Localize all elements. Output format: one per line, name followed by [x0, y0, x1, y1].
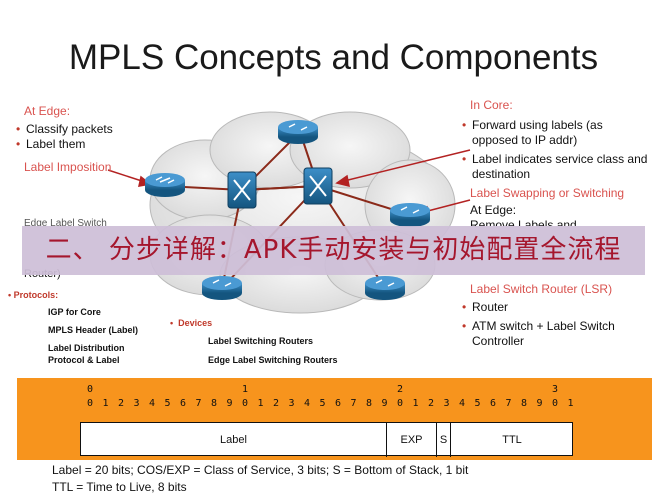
- protocol-item: MPLS Header (Label): [48, 325, 139, 335]
- bit-unit-label: 2: [428, 398, 435, 409]
- bit-unit-label: 0: [87, 398, 94, 409]
- edge2-fragment: Remove Labels and: [470, 218, 577, 226]
- bit-unit-label: 9: [226, 398, 233, 409]
- edge-lsr-cut-label: Edge Label Switch: [24, 218, 107, 226]
- router-icon: [390, 203, 430, 227]
- lsr-list: Router ATM switch + Label Switch Control…: [462, 300, 652, 349]
- bit-unit-label: 0: [242, 398, 249, 409]
- list-item: ATM switch + Label Switch Controller: [462, 319, 652, 349]
- bit-unit-label: 7: [195, 398, 202, 409]
- bit-unit-label: 4: [459, 398, 466, 409]
- field-exp: EXP: [387, 423, 437, 457]
- bit-unit-label: 2: [118, 398, 125, 409]
- bit-unit-label: 6: [335, 398, 342, 409]
- router-icon: [365, 276, 405, 300]
- router-icon: [145, 173, 185, 197]
- bit-unit-label: 3: [133, 398, 140, 409]
- overlay-banner: 二、 分步详解：APK手动安装与初始配置全流程: [22, 226, 645, 275]
- field-ttl: TTL: [502, 434, 522, 446]
- bit-unit-label: 4: [304, 398, 311, 409]
- lsr-heading: Label Switch Router (LSR): [470, 282, 613, 296]
- label-switch-icon: [227, 171, 257, 209]
- bit-unit-label: 5: [164, 398, 171, 409]
- field-label: Label: [81, 423, 387, 457]
- bit-unit-label: 1: [257, 398, 264, 409]
- label-switch-icon: [303, 167, 333, 205]
- devices-heading: • Devices: [170, 318, 213, 328]
- bit-unit-label: 2: [273, 398, 280, 409]
- mpls-header-fields: Label EXP S TTL: [80, 422, 573, 457]
- bit-unit-label: 8: [521, 398, 528, 409]
- bit-unit-label: 1: [567, 398, 574, 409]
- protocol-item: Label Distribution Protocol & Label: [48, 343, 125, 365]
- list-item: Forward using labels (as opposed to IP a…: [462, 118, 652, 148]
- bit-unit-label: 5: [319, 398, 326, 409]
- bit-unit-label: 6: [180, 398, 187, 409]
- bit-unit-label: 7: [350, 398, 357, 409]
- bit-unit-label: 3: [288, 398, 295, 409]
- protocols-heading-text: Protocols:: [13, 290, 59, 300]
- bit-unit-label: 0: [552, 398, 559, 409]
- edge-list: Classify packets Label them: [16, 122, 156, 152]
- page-title: MPLS Concepts and Components: [68, 38, 599, 77]
- bit-decade-row: 0 1 2 3: [0, 384, 667, 396]
- protocol-item: IGP for Core: [48, 307, 101, 317]
- bit-decade-label: 0: [87, 384, 94, 395]
- bit-unit-label: 8: [211, 398, 218, 409]
- list-item: Router: [462, 300, 652, 315]
- device-item: Edge Label Switching Routers: [208, 355, 338, 365]
- edge-heading: At Edge:: [24, 104, 71, 118]
- bit-unit-label: 7: [505, 398, 512, 409]
- legend-box: [47, 460, 567, 500]
- protocols-heading: • Protocols:: [8, 290, 59, 300]
- bit-decade-label: 2: [397, 384, 404, 395]
- device-item: Label Switching Routers: [208, 336, 314, 346]
- bit-unit-label: 6: [490, 398, 497, 409]
- router-icon: [202, 276, 242, 300]
- bit-unit-label: 1: [412, 398, 419, 409]
- core-list: Forward using labels (as opposed to IP a…: [462, 118, 652, 182]
- legend-line: TTL = Time to Live, 8 bits: [52, 480, 187, 494]
- bit-unit-label: 3: [443, 398, 450, 409]
- label-imposition: Label Imposition: [24, 160, 112, 174]
- bit-unit-label: 8: [366, 398, 373, 409]
- field-s: S: [437, 423, 451, 457]
- label-swapping: Label Swapping or Switching: [470, 186, 625, 200]
- bit-unit-label: 9: [381, 398, 388, 409]
- bit-unit-label: 0: [397, 398, 404, 409]
- edge2-heading: At Edge:: [470, 203, 517, 217]
- bit-unit-label: 9: [536, 398, 543, 409]
- list-item: Classify packets: [16, 122, 156, 137]
- core-heading: In Core:: [470, 98, 513, 112]
- list-item: Label them: [16, 137, 156, 152]
- bit-unit-label: 5: [474, 398, 481, 409]
- legend-line: Label = 20 bits; COS/EXP = Class of Serv…: [52, 463, 469, 477]
- router-icon: [278, 120, 318, 144]
- bit-decade-label: 3: [552, 384, 559, 395]
- bit-unit-label: 4: [149, 398, 156, 409]
- bit-decade-label: 1: [242, 384, 249, 395]
- devices-heading-text: Devices: [178, 318, 213, 328]
- list-item: Label indicates service class and destin…: [462, 152, 652, 182]
- bit-unit-label: 1: [102, 398, 109, 409]
